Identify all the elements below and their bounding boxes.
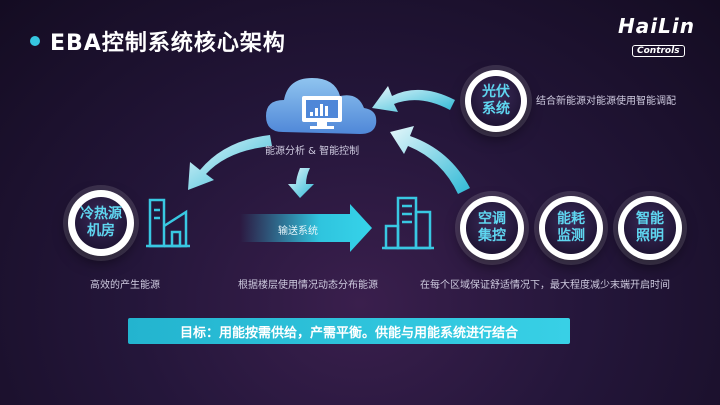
transport-arrow: [240, 204, 372, 252]
hvac-control-node: 空调 集控: [460, 196, 524, 260]
factory-icon: [146, 198, 190, 248]
smart-lighting-label: 智能 照明: [624, 202, 676, 254]
transport-label: 输送系统: [278, 226, 318, 237]
arrow-terminals-to-center: [390, 126, 470, 194]
page-title: EBA控制系统核心架构: [50, 31, 286, 56]
transport-desc: 根据楼层使用情况动态分布能源: [238, 280, 378, 291]
cloud-monitor-icon: [266, 78, 377, 134]
arrow-center-to-source: [188, 135, 272, 190]
source-desc: 高效的产生能源: [90, 280, 160, 291]
goal-banner: 目标：用能按需供给，产需平衡。供能与用能系统进行结合: [128, 318, 570, 344]
hailin-logo: HaiLin Controls: [618, 14, 698, 57]
smart-lighting-node: 智能 照明: [618, 196, 682, 260]
terminals-desc: 在每个区域保证舒适情况下，最大程度减少末端开启时间: [420, 280, 670, 291]
center-label: 能源分析 & 智能控制: [265, 146, 360, 157]
hvac-control-label: 空调 集控: [466, 202, 518, 254]
solar-system-label: 光伏 系统: [471, 76, 521, 126]
arrow-solar-to-center: [372, 86, 455, 112]
logo-main-text: HaiLin: [618, 14, 695, 38]
logo-sub-text: Controls: [632, 45, 685, 57]
title-row: EBA控制系统核心架构: [30, 25, 286, 57]
heat-source-node: 冷热源 机房: [68, 190, 134, 256]
energy-monitor-node: 能耗 监测: [539, 196, 603, 260]
arrow-center-down: [288, 168, 314, 198]
heat-source-label: 冷热源 机房: [74, 196, 128, 250]
buildings-icon: [382, 196, 434, 250]
solar-system-node: 光伏 系统: [465, 70, 527, 132]
energy-monitor-label: 能耗 监测: [545, 202, 597, 254]
title-bullet: [30, 36, 40, 46]
solar-desc: 结合新能源对能源使用智能调配: [536, 96, 676, 107]
